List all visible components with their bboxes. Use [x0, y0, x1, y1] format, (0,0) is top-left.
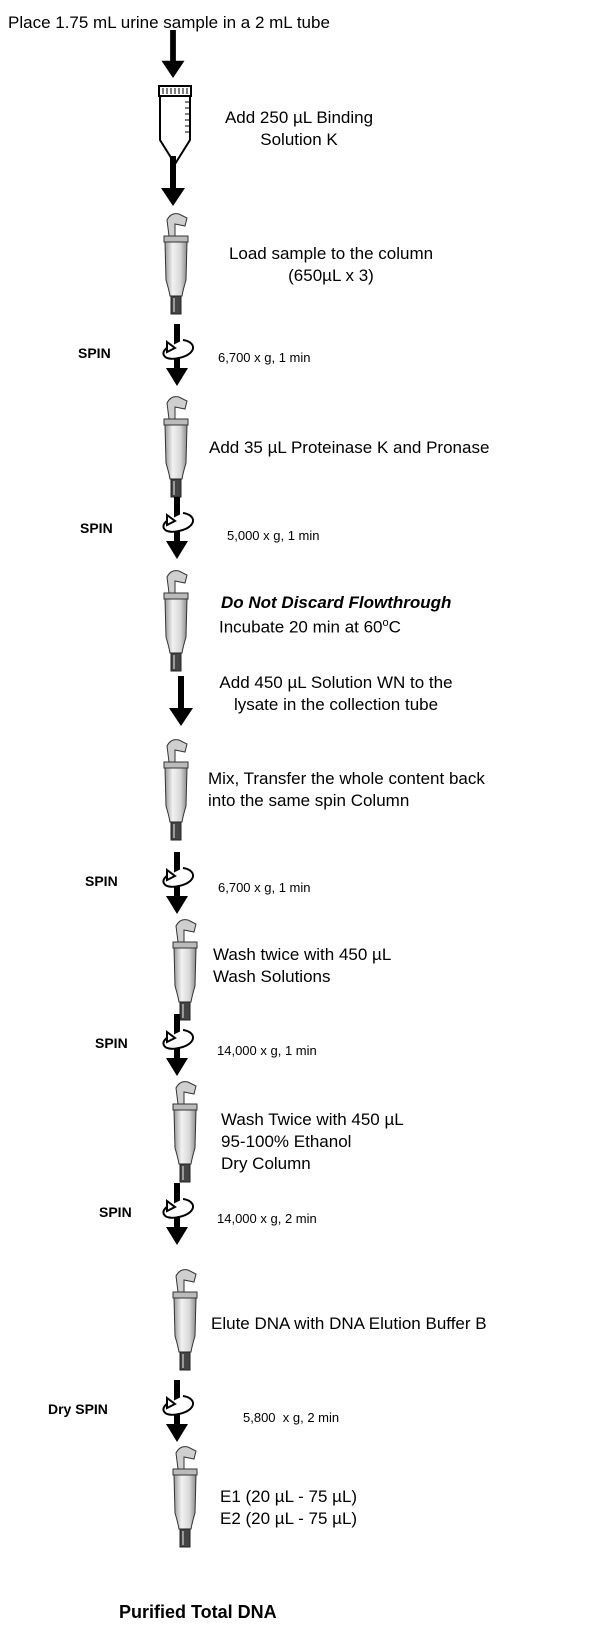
add-wn-line-1: Add 450 µL Solution WN to the — [219, 673, 453, 692]
eluate-e1: E1 (20 µL - 75 µL) — [220, 1487, 358, 1506]
spin-swirl-icon — [157, 1183, 197, 1245]
degree-mark: o — [382, 617, 389, 629]
spin-column-icon — [161, 210, 191, 320]
wash2-line-3: Dry Column — [221, 1154, 311, 1173]
sample-tube-icon — [155, 84, 195, 166]
flowthrough-warning: Do Not Discard Flowthrough — [221, 593, 452, 612]
spin-column-icon — [170, 1443, 200, 1553]
spin-label: SPIN — [78, 345, 111, 361]
spin-condition: 6,700 x g, 1 min — [218, 350, 311, 365]
wash2-line-1: Wash Twice with 450 µL — [221, 1110, 404, 1129]
incubate-text: Incubate 20 min at 60 — [219, 617, 383, 637]
wash1-step-text: Wash twice with 450 µL Wash Solutions — [213, 944, 391, 988]
temperature-unit: C — [388, 617, 401, 637]
spin-label: SPIN — [99, 1204, 132, 1220]
spin-condition: 6,700 x g, 1 min — [218, 880, 311, 895]
top-instruction: Place 1.75 mL urine sample in a 2 mL tub… — [8, 13, 330, 32]
protease-step-text: Add 35 µL Proteinase K and Pronase — [209, 438, 490, 457]
eluate-e2: E2 (20 µL - 75 µL) — [220, 1509, 358, 1528]
add-wn-line-2: lysate in the collection tube — [233, 695, 439, 714]
spin-swirl-icon — [157, 324, 197, 386]
spin-condition: 14,000 x g, 2 min — [217, 1211, 317, 1226]
final-output-title: Purified Total DNA — [119, 1602, 277, 1622]
spin-condition: 14,000 x g, 1 min — [217, 1043, 317, 1058]
load-step-text: Load sample to the column (650µL x 3) — [204, 243, 458, 287]
add-wn-step-text: Add 450 µL Solution WN to the lysate in … — [194, 672, 478, 716]
mix-line-1: Mix, Transfer the whole content back — [208, 769, 485, 788]
binding-line-2: Solution K — [260, 130, 338, 149]
binding-line-1: Add 250 µL Binding — [224, 108, 374, 127]
mix-line-2: into the same spin Column — [208, 791, 410, 810]
spin-label: SPIN — [95, 1035, 128, 1051]
load-line-2: (650µL x 3) — [288, 266, 374, 285]
elute-step-text: Elute DNA with DNA Elution Buffer B — [211, 1314, 487, 1333]
wash1-line-1: Wash twice with 450 µL — [213, 945, 392, 964]
spin-swirl-icon — [157, 852, 197, 914]
wash2-line-2: 95-100% Ethanol — [221, 1132, 352, 1151]
spin-column-icon — [170, 916, 200, 1026]
load-line-1: Load sample to the column — [228, 244, 434, 263]
spin-label: Dry SPIN — [48, 1401, 108, 1417]
spin-label: SPIN — [85, 873, 118, 889]
binding-step-text: Add 250 µL Binding Solution K — [212, 107, 386, 151]
spin-swirl-icon — [157, 1380, 197, 1442]
spin-condition: 5,800 x g, 2 min — [243, 1410, 340, 1425]
spin-column-icon — [170, 1266, 200, 1376]
spin-column-icon — [170, 1078, 200, 1188]
spin-column-icon — [161, 567, 191, 677]
mix-step-text: Mix, Transfer the whole content back int… — [208, 768, 485, 812]
down-arrow-icon — [160, 155, 186, 207]
down-arrow-icon — [168, 675, 194, 727]
spin-swirl-icon — [157, 497, 197, 559]
spin-column-icon — [161, 736, 191, 846]
spin-label: SPIN — [80, 520, 113, 536]
wash2-step-text: Wash Twice with 450 µL 95-100% Ethanol D… — [221, 1109, 404, 1175]
spin-column-icon — [161, 393, 191, 503]
down-arrow-icon — [160, 30, 186, 78]
eluate-list: E1 (20 µL - 75 µL) E2 (20 µL - 75 µL) — [220, 1486, 357, 1530]
wash1-line-2: Wash Solutions — [213, 967, 331, 986]
spin-condition: 5,000 x g, 1 min — [227, 528, 320, 543]
incubate-step-text: Incubate 20 min at 60oC — [219, 612, 401, 639]
spin-swirl-icon — [157, 1014, 197, 1076]
